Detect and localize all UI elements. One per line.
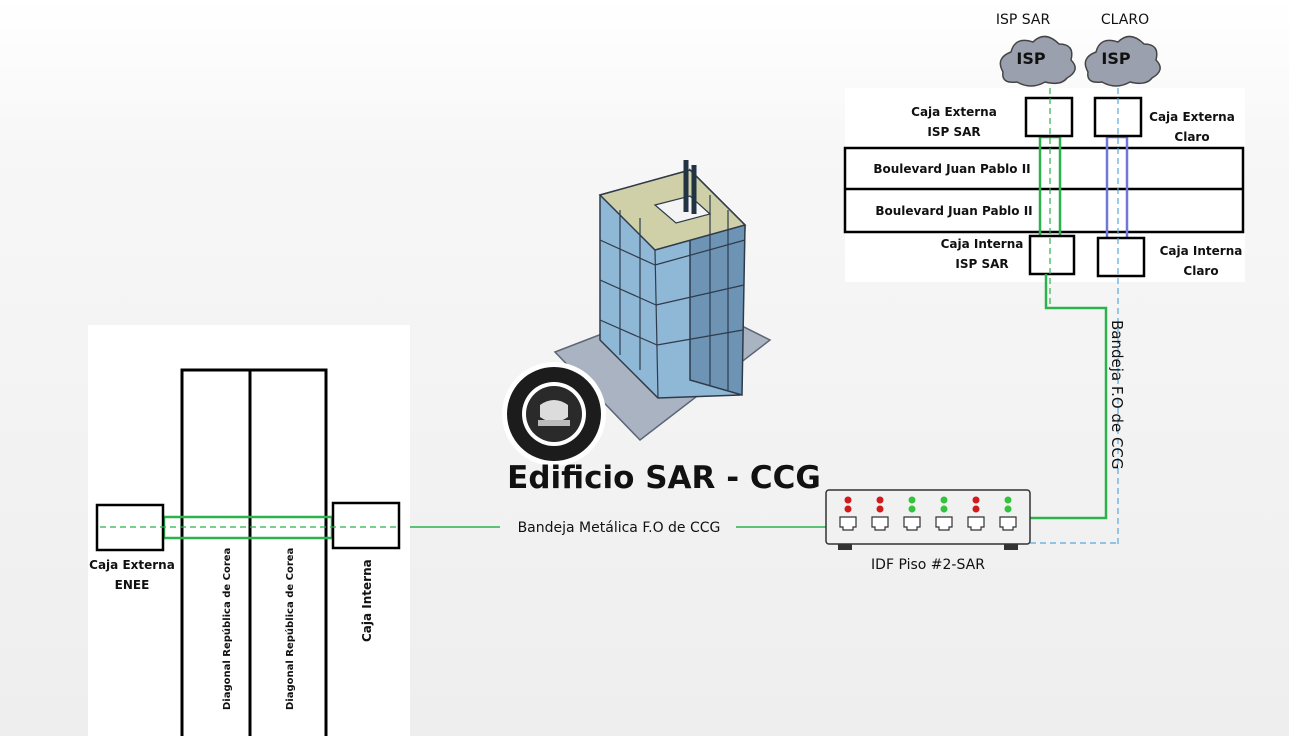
caja-externa-isp-sar-box [1024,96,1074,138]
page-title: Edificio SAR - CCG [507,460,821,496]
caja-externa-claro-label-1: Caja Externa [1149,110,1235,124]
boulevard-label-2: Boulevard Juan Pablo II [875,204,1032,218]
caja-externa-enee-label-2: ENEE [115,578,150,592]
sar-seal-logo [502,362,606,466]
caja-externa-isp-sar-label-1: Caja Externa [911,105,997,119]
claro-label: CLARO [1101,12,1149,28]
isp-sar-cloud-icon: ISP [999,35,1076,87]
green-fiber-route [1030,274,1108,520]
caja-interna-label: Caja Interna [360,559,374,642]
caja-interna-box [331,501,401,550]
claro-cloud-text: ISP [1101,49,1130,68]
diagonal-label-2: Diagonal República de Corea [284,548,296,710]
isp-sar-label: ISP SAR [996,12,1051,28]
isp-sar-cloud-text: ISP [1016,49,1045,68]
boulevard-label-1: Boulevard Juan Pablo II [873,162,1030,176]
claro-cloud-icon: ISP [1084,35,1161,87]
sar-building-icon [553,160,772,442]
diagonal-label-1: Diagonal República de Corea [221,548,233,710]
caja-interna-isp-sar-label-1: Caja Interna [941,237,1024,251]
diagonal-road [180,368,328,736]
bandeja-metalica-label: Bandeja Metálica F.O de CCG [518,520,721,536]
caja-interna-claro-box [1096,236,1146,278]
idf-switch-icon [825,489,1031,550]
caja-interna-isp-sar-box [1028,234,1076,276]
caja-interna-isp-sar-label-2: ISP SAR [955,257,1008,271]
caja-interna-claro-label-1: Caja Interna [1160,244,1243,258]
caja-externa-isp-sar-label-2: ISP SAR [927,125,980,139]
bandeja-vertical-label: Bandeja F.O de CCG [1108,320,1126,470]
idf-label: IDF Piso #2-SAR [871,557,985,573]
caja-interna-claro-label-2: Claro [1183,264,1218,278]
caja-externa-enee-label-1: Caja Externa [89,558,175,572]
caja-externa-claro-label-2: Claro [1174,130,1209,144]
